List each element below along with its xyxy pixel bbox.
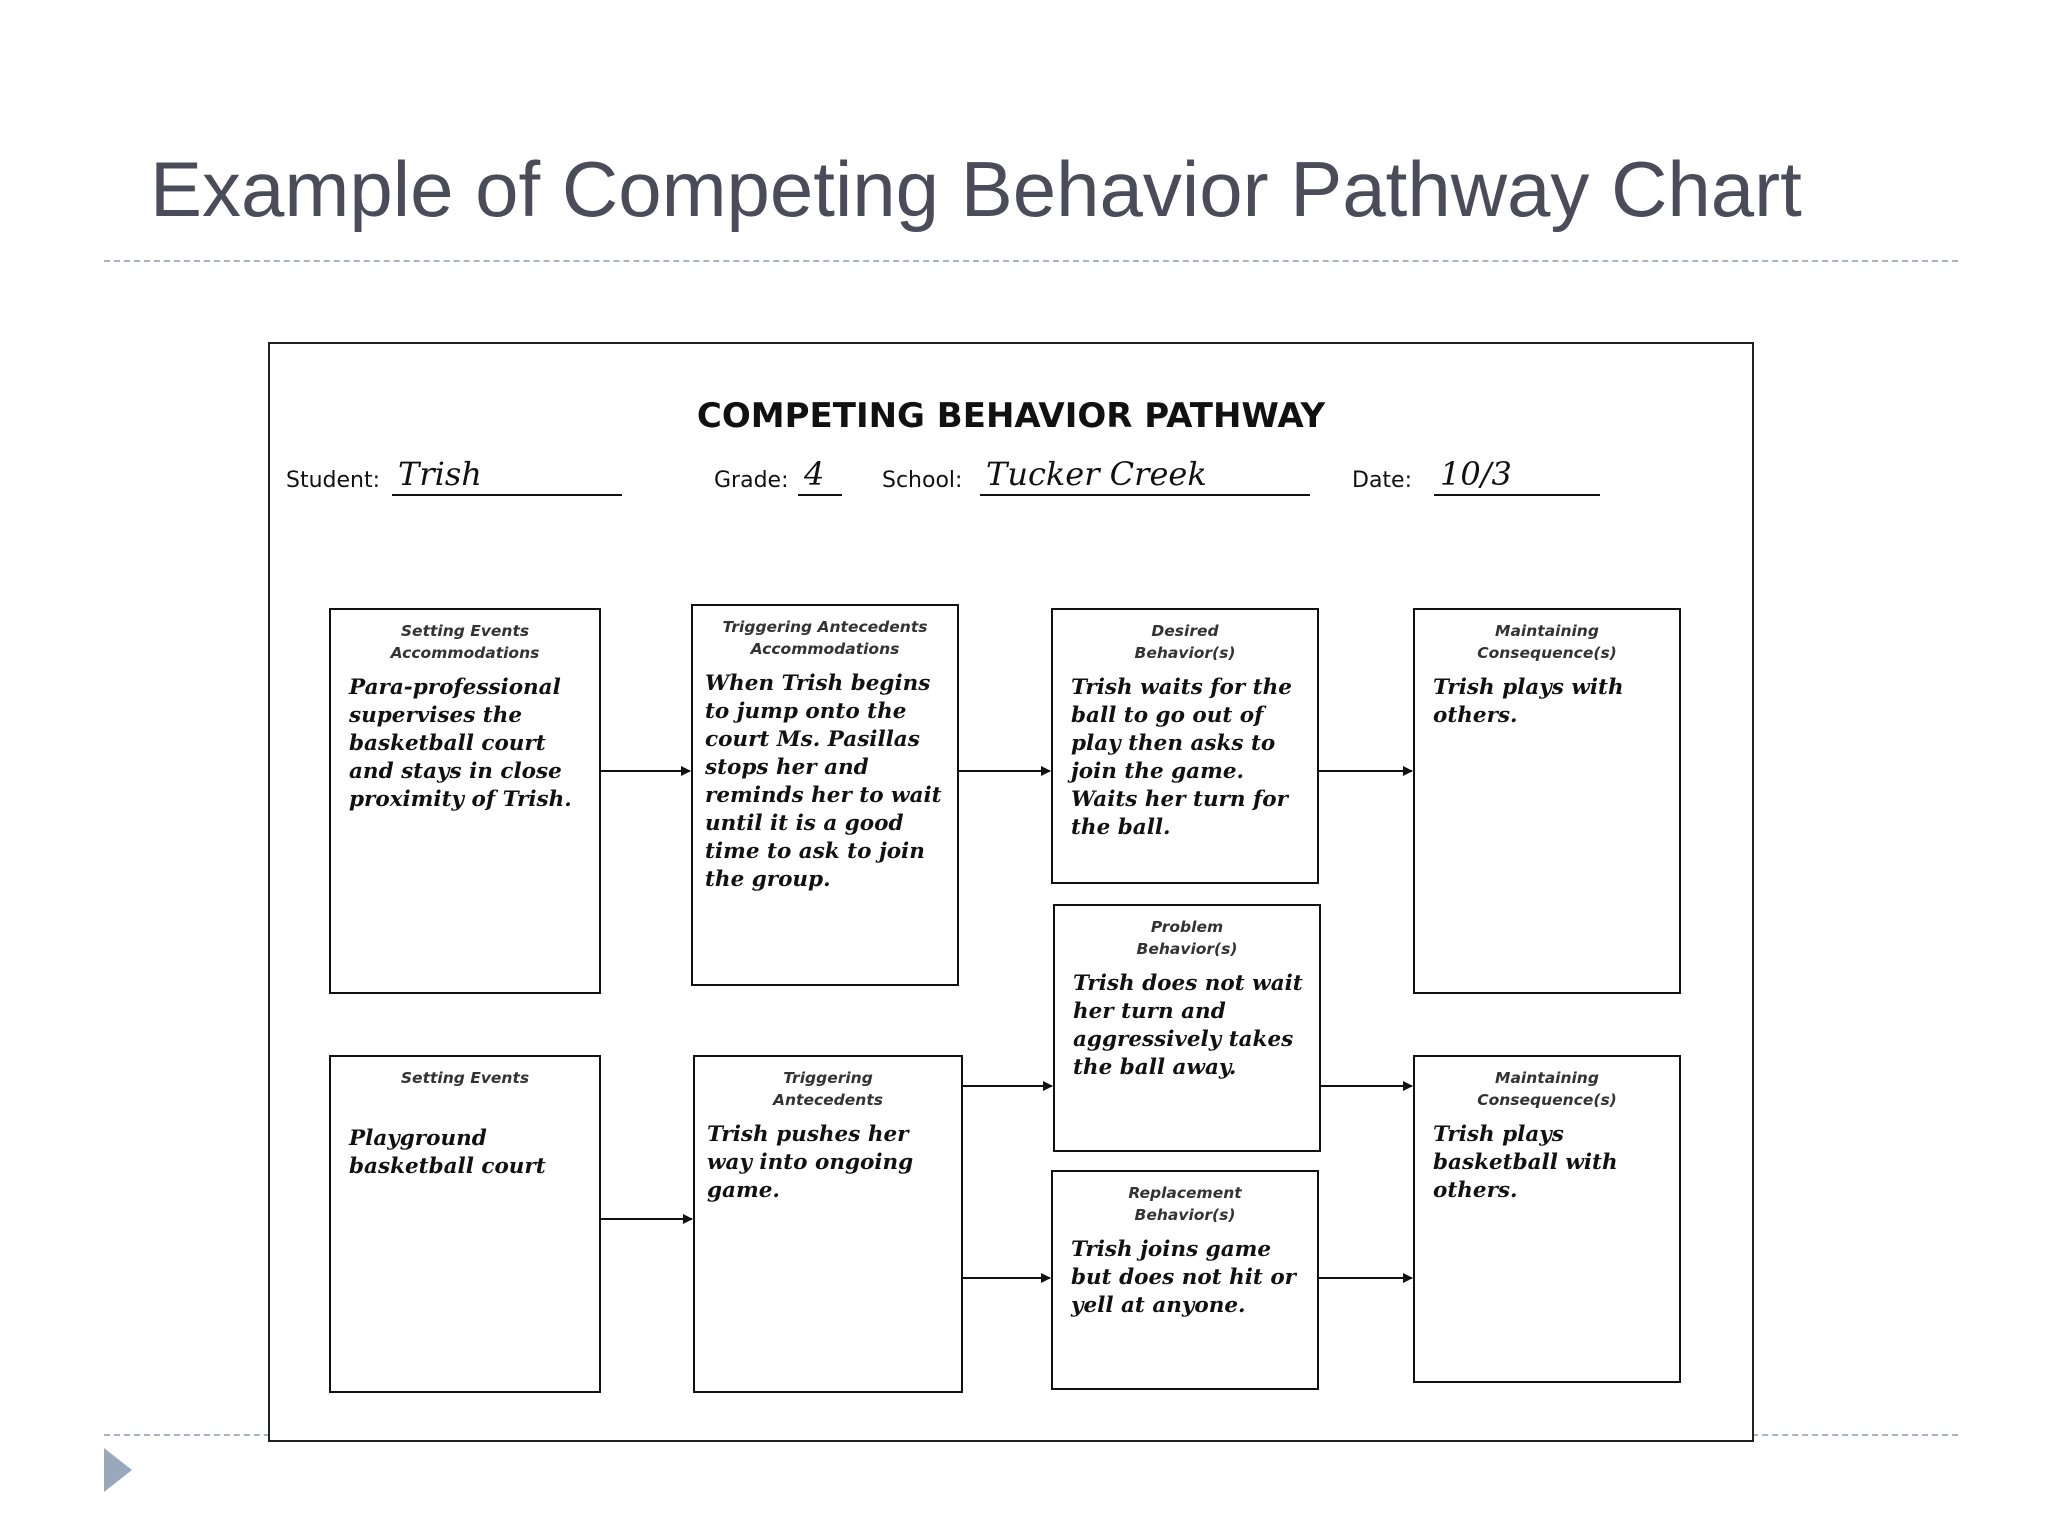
box-heading: Accommodations [750, 640, 900, 658]
grade-value: 4 [798, 454, 842, 496]
box-heading: Setting Events [400, 622, 530, 640]
box-heading: Behavior(s) [1136, 940, 1238, 958]
date-value: 10/3 [1434, 454, 1600, 496]
student-value: Trish [392, 454, 622, 496]
desired-behavior-box: Desired Behavior(s) Trish waits for the … [1051, 608, 1319, 884]
box-heading: Behavior(s) [1134, 1206, 1236, 1224]
box-text: Trish joins game but does not hit or yel… [1071, 1237, 1296, 1318]
box-heading: Behavior(s) [1134, 644, 1236, 662]
box-text: Trish pushes her way into ongoing game. [707, 1122, 914, 1203]
box-heading: Maintaining [1495, 1069, 1599, 1087]
school-value: Tucker Creek [980, 454, 1310, 496]
maintaining-consequences-top-box: Maintaining Consequence(s) Trish plays w… [1413, 608, 1681, 994]
box-text: Trish does not wait her turn and aggress… [1073, 971, 1303, 1080]
date-label: Date: [1352, 468, 1412, 493]
box-heading: Triggering [783, 1069, 873, 1087]
school-label: School: [882, 468, 963, 493]
box-heading: Problem [1150, 918, 1224, 936]
box-heading: Consequence(s) [1477, 1091, 1617, 1109]
maintaining-consequences-bottom-box: Maintaining Consequence(s) Trish plays b… [1413, 1055, 1681, 1383]
slide-title: Example of Competing Behavior Pathway Ch… [150, 145, 1802, 233]
box-heading: Antecedents [773, 1091, 883, 1109]
slide-bullet-icon [104, 1448, 132, 1492]
setting-events-box: Setting Events Playground basketball cou… [329, 1055, 601, 1393]
box-heading: Maintaining [1495, 622, 1599, 640]
box-text: Trish plays basketball with others. [1433, 1122, 1618, 1203]
box-heading: Consequence(s) [1477, 644, 1617, 662]
box-heading: Replacement [1128, 1184, 1242, 1202]
box-heading: Desired [1151, 622, 1219, 640]
box-text: Para-professional supervises the basketb… [349, 675, 572, 812]
student-label: Student: [286, 468, 381, 493]
title-divider [104, 260, 1958, 262]
box-text: Trish waits for the ball to go out of pl… [1071, 675, 1292, 840]
problem-behavior-box: Problem Behavior(s) Trish does not wait … [1053, 904, 1321, 1152]
box-text: Playground basketball court [349, 1126, 546, 1179]
box-heading: Triggering Antecedents [722, 618, 928, 636]
box-heading: Setting Events [400, 1069, 530, 1087]
triggering-antecedents-accommodations-box: Triggering Antecedents Accommodations Wh… [691, 604, 959, 986]
grade-label: Grade: [714, 468, 789, 493]
box-text: Trish plays with others. [1433, 675, 1624, 728]
setting-events-accommodations-box: Setting Events Accommodations Para-profe… [329, 608, 601, 994]
box-heading: Accommodations [390, 644, 540, 662]
replacement-behavior-box: Replacement Behavior(s) Trish joins game… [1051, 1170, 1319, 1390]
triggering-antecedents-box: Triggering Antecedents Trish pushes her … [693, 1055, 963, 1393]
box-text: When Trish begins to jump onto the court… [705, 671, 942, 892]
form-title: COMPETING BEHAVIOR PATHWAY [696, 396, 1326, 436]
